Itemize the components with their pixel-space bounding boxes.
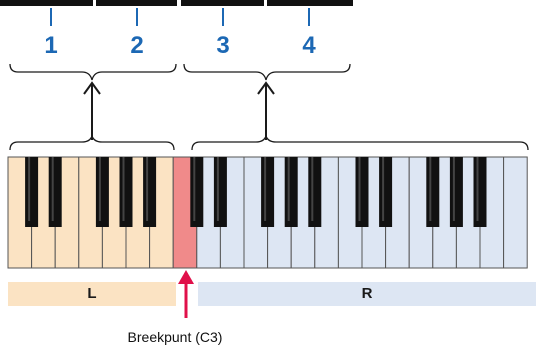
black-key [143, 157, 157, 227]
black-key-highlight [311, 157, 314, 221]
black-key-highlight [51, 157, 54, 221]
black-key [119, 157, 133, 227]
arrow-left-up [83, 81, 101, 140]
black-key [213, 157, 227, 227]
black-key-highlight [382, 157, 385, 221]
upper-brace-left [9, 63, 177, 81]
white-key [503, 156, 528, 269]
lower-brace-left [9, 133, 175, 151]
black-key [355, 157, 369, 227]
black-key [95, 157, 109, 227]
black-key [426, 157, 440, 227]
lower-brace-right [191, 133, 529, 151]
black-key [379, 157, 393, 227]
black-key-highlight [146, 157, 149, 221]
black-key [25, 157, 39, 227]
slot-number-1: 1 [44, 32, 58, 59]
split-point-arrow [178, 270, 194, 318]
black-key-highlight [476, 157, 479, 221]
left-zone-label: L [87, 285, 97, 302]
split-point-caption: Breekpunt (C3) [127, 329, 223, 345]
slot-bar-segment-1 [0, 0, 93, 6]
black-key-highlight [98, 157, 101, 221]
slot-bar-segment-3 [181, 0, 264, 6]
black-key-highlight [429, 157, 432, 221]
black-key [473, 157, 487, 227]
arrow-right-up [257, 81, 275, 140]
slot-number-3: 3 [216, 32, 230, 59]
slot-bar-segment-4 [267, 0, 353, 6]
black-key-highlight [28, 157, 31, 221]
black-key [449, 157, 463, 227]
slot-ticks [50, 8, 310, 26]
black-key [190, 157, 204, 227]
right-zone-label: R [361, 285, 373, 302]
black-key [308, 157, 322, 227]
upper-brace-right [183, 63, 351, 81]
slot-number-4: 4 [302, 32, 316, 59]
left-zone-bar [8, 282, 176, 306]
right-zone-bar [198, 282, 536, 306]
black-key-highlight [287, 157, 290, 221]
black-key-highlight [358, 157, 361, 221]
black-key [48, 157, 62, 227]
slot-number-2: 2 [130, 32, 144, 59]
black-keys [25, 157, 487, 227]
black-key-highlight [193, 157, 196, 221]
black-key [261, 157, 275, 227]
slot-bar [0, 0, 353, 6]
black-key-highlight [452, 157, 455, 221]
black-key-highlight [122, 157, 125, 221]
slot-bar-segment-2 [96, 0, 177, 6]
black-key [284, 157, 298, 227]
black-key-highlight [264, 157, 267, 221]
black-key-highlight [216, 157, 219, 221]
